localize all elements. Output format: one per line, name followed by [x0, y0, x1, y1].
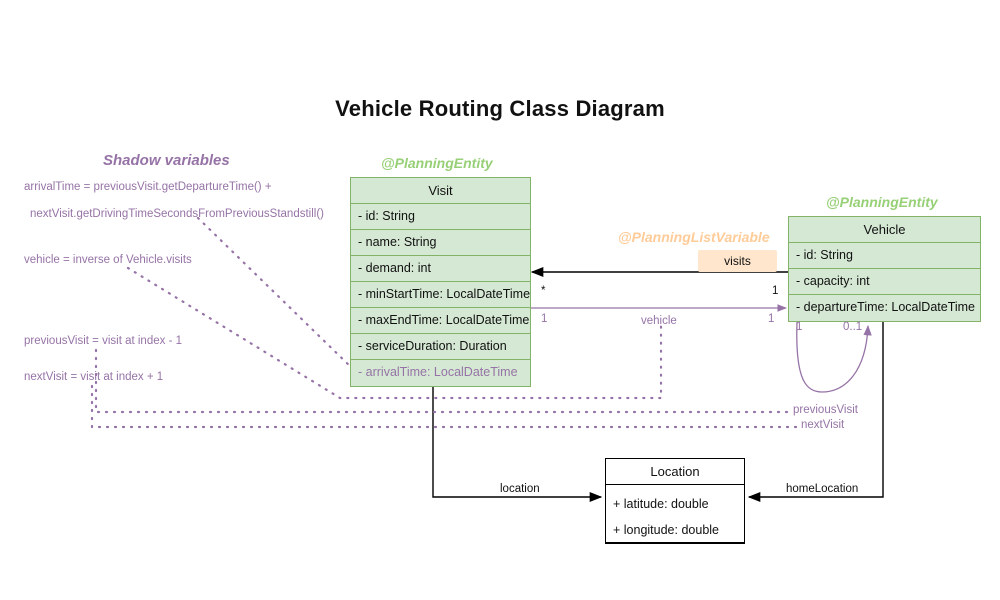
visits-stereotype: @PlanningListVariable — [618, 229, 770, 245]
home-location-relation-label: homeLocation — [786, 483, 859, 495]
leader-next-visit — [90, 384, 800, 429]
vehicle-attribute-departure-time: - departureTime: LocalDateTime — [796, 300, 976, 314]
visits-multiplicity-target: * — [541, 285, 546, 297]
location-attribute-longitude: + longitude: double — [606, 517, 744, 543]
visit-attribute-arrival-time: - arrivalTime: LocalDateTime — [358, 365, 518, 379]
visits-badge[interactable]: visits — [698, 250, 777, 272]
leader-arrival-time — [196, 216, 357, 373]
self-loop-multiplicity-left: 1 — [796, 321, 803, 333]
visit-attribute-min-start-time: - minStartTime: LocalDateTime — [351, 282, 530, 308]
location-attribute-latitude: + latitude: double — [613, 497, 709, 511]
visit-stereotype: @PlanningEntity — [381, 155, 493, 171]
class-box-visit[interactable]: Visit - id: String - name: String - dema… — [350, 177, 531, 387]
vehicle-attribute-capacity: - capacity: int — [789, 269, 980, 295]
class-name-vehicle: Vehicle — [789, 217, 980, 243]
vehicle-multiplicity-source: 1 — [541, 313, 548, 325]
class-box-vehicle[interactable]: Vehicle - id: String - capacity: int - d… — [788, 216, 981, 322]
vehicle-stereotype: @PlanningEntity — [826, 194, 938, 210]
shadow-note-arrival-time-line1: arrivalTime = previousVisit.getDeparture… — [24, 181, 272, 193]
visit-attribute-max-end-time: - maxEndTime: LocalDateTime — [351, 308, 530, 334]
shadow-variables-heading: Shadow variables — [103, 152, 230, 169]
visit-attribute-service-duration: - serviceDuration: Duration — [351, 334, 530, 360]
self-loop-multiplicity-right: 0..1 — [843, 321, 863, 333]
shadow-note-vehicle: vehicle = inverse of Vehicle.visits — [24, 254, 192, 266]
visits-multiplicity-source: 1 — [772, 285, 779, 297]
next-visit-label: nextVisit — [801, 419, 845, 431]
page-title: Vehicle Routing Class Diagram — [335, 96, 665, 121]
visit-attribute-name: - name: String — [351, 230, 530, 256]
vehicle-multiplicity-target: 1 — [768, 313, 775, 325]
class-box-location[interactable]: Location + latitude: double + longitude:… — [605, 458, 745, 544]
edge-location — [432, 382, 603, 503]
visit-attribute-id: - id: String — [351, 204, 530, 230]
class-name-visit: Visit — [351, 178, 530, 204]
shadow-note-arrival-time-line2: nextVisit.getDrivingTimeSecondsFromPrevi… — [30, 208, 324, 220]
location-relation-label: location — [500, 483, 540, 495]
class-name-location: Location — [606, 459, 744, 485]
vehicle-relation-label: vehicle — [641, 315, 677, 327]
vehicle-attribute-id: - id: String — [789, 243, 980, 269]
shadow-note-next-visit: nextVisit = visit at index + 1 — [24, 371, 164, 383]
shadow-note-previous-visit: previousVisit = visit at index - 1 — [24, 335, 182, 347]
visit-attribute-demand: - demand: int — [351, 256, 530, 282]
previous-visit-label: previousVisit — [793, 404, 858, 416]
